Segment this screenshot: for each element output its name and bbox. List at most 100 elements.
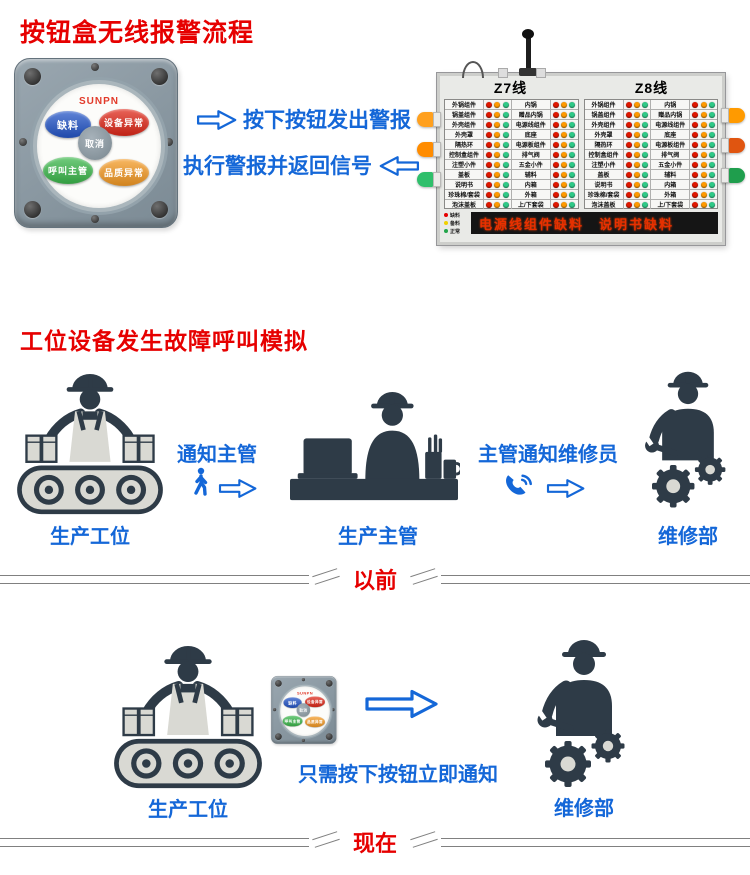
status-light — [692, 111, 699, 118]
status-light — [486, 121, 493, 128]
screw-icon — [91, 215, 99, 223]
status-light — [708, 161, 715, 168]
status-light — [502, 131, 509, 138]
legend-item: 备料 — [444, 220, 469, 227]
part-label: 电源线组件 — [651, 120, 691, 129]
legend-dot — [444, 229, 448, 233]
call-button: 呼叫主管 — [43, 157, 93, 184]
status-light — [708, 131, 715, 138]
part-label: 说明书 — [585, 180, 624, 189]
status-lights — [551, 140, 578, 149]
status-lights — [624, 100, 652, 109]
status-lights — [484, 100, 512, 109]
tower-light-icon — [417, 172, 441, 187]
status-light — [494, 161, 501, 168]
divider-line — [0, 574, 309, 584]
status-light — [692, 201, 699, 208]
board-row: 隔热环电源板组件 — [584, 140, 717, 150]
screw-icon — [301, 678, 305, 682]
board-panel: 外锅组件内锅锅盖组件赠品内锅外壳组件电源线组件外壳罩底座隔热环电源板组件控制盒组… — [583, 99, 718, 209]
status-light — [502, 101, 509, 108]
divider-tick — [312, 568, 340, 585]
status-light — [552, 101, 559, 108]
status-lights — [551, 100, 578, 109]
status-light — [642, 151, 649, 158]
status-light — [692, 191, 699, 198]
board-row: 外锅组件内锅 — [445, 100, 578, 110]
tower-lights-left — [417, 112, 441, 187]
status-lights — [551, 180, 578, 189]
button-box-face: 缺料设备异常呼叫主管品质异常 SUNPN 取消 — [33, 80, 165, 212]
status-lights — [690, 190, 717, 199]
part-label: 外箱 — [512, 190, 551, 199]
screw-icon — [24, 68, 41, 85]
status-light — [494, 201, 501, 208]
status-light — [552, 191, 559, 198]
status-light — [692, 131, 699, 138]
status-light — [692, 151, 699, 158]
status-light — [552, 131, 559, 138]
status-light — [561, 121, 568, 128]
board-row: 外壳罩底座 — [445, 130, 578, 140]
board-row: 锅盖组件赠品内锅 — [445, 110, 578, 120]
status-light — [692, 121, 699, 128]
status-light — [569, 201, 576, 208]
status-light — [708, 181, 715, 188]
status-lights — [624, 160, 652, 169]
status-light — [552, 201, 559, 208]
status-light — [552, 181, 559, 188]
status-light — [502, 171, 509, 178]
status-light — [700, 161, 707, 168]
board-row: 泡沫盖板上/下套袋 — [445, 200, 578, 209]
status-light — [486, 171, 493, 178]
arrow-right-icon — [364, 687, 440, 721]
part-label: 辅料 — [651, 170, 691, 179]
status-light — [642, 141, 649, 148]
status-lights — [690, 200, 717, 209]
board-row: 说明书内箱 — [584, 180, 717, 190]
status-lights — [484, 190, 512, 199]
divider-before: 以前 — [0, 566, 750, 593]
button-box-face: 缺料设备异常呼叫主管品质异常 SUNPN 取消 — [278, 684, 332, 738]
status-lights — [624, 130, 652, 139]
status-light — [700, 181, 707, 188]
cancel-button: 取消 — [296, 703, 311, 717]
part-label: 上/下套袋 — [512, 200, 551, 209]
status-lights — [624, 150, 652, 159]
screw-icon — [325, 680, 333, 687]
status-light — [633, 161, 640, 168]
board-row: 外壳罩底座 — [584, 130, 717, 140]
button-box-small: 缺料设备异常呼叫主管品质异常 SUNPN 取消 — [271, 676, 339, 746]
status-light — [633, 121, 640, 128]
part-label: 内锅 — [651, 100, 691, 109]
status-lights — [624, 190, 652, 199]
status-lights — [690, 180, 717, 189]
status-lights — [551, 110, 578, 119]
status-light — [633, 201, 640, 208]
cancel-button: 取消 — [78, 126, 112, 160]
call-button: 品质异常 — [99, 159, 149, 186]
status-light — [700, 191, 707, 198]
wire-icon — [462, 61, 484, 78]
call-button: 缺料 — [283, 697, 302, 708]
call-button: 品质异常 — [305, 716, 325, 728]
status-light — [708, 121, 715, 128]
screw-icon — [331, 708, 335, 712]
status-light — [625, 191, 632, 198]
status-light — [486, 101, 493, 108]
status-light — [561, 201, 568, 208]
legend-label: 正常 — [450, 228, 461, 235]
status-lights — [690, 160, 717, 169]
status-light — [494, 171, 501, 178]
status-lights — [690, 110, 717, 119]
status-light — [692, 181, 699, 188]
station-label: 生产工位 — [148, 799, 228, 821]
status-light — [486, 151, 493, 158]
tower-lights-right — [721, 108, 745, 183]
part-label: 泡沫盖板 — [585, 200, 624, 209]
status-lights — [551, 190, 578, 199]
status-light — [569, 151, 576, 158]
status-light — [625, 161, 632, 168]
status-light — [633, 181, 640, 188]
mount-tab — [498, 68, 508, 78]
